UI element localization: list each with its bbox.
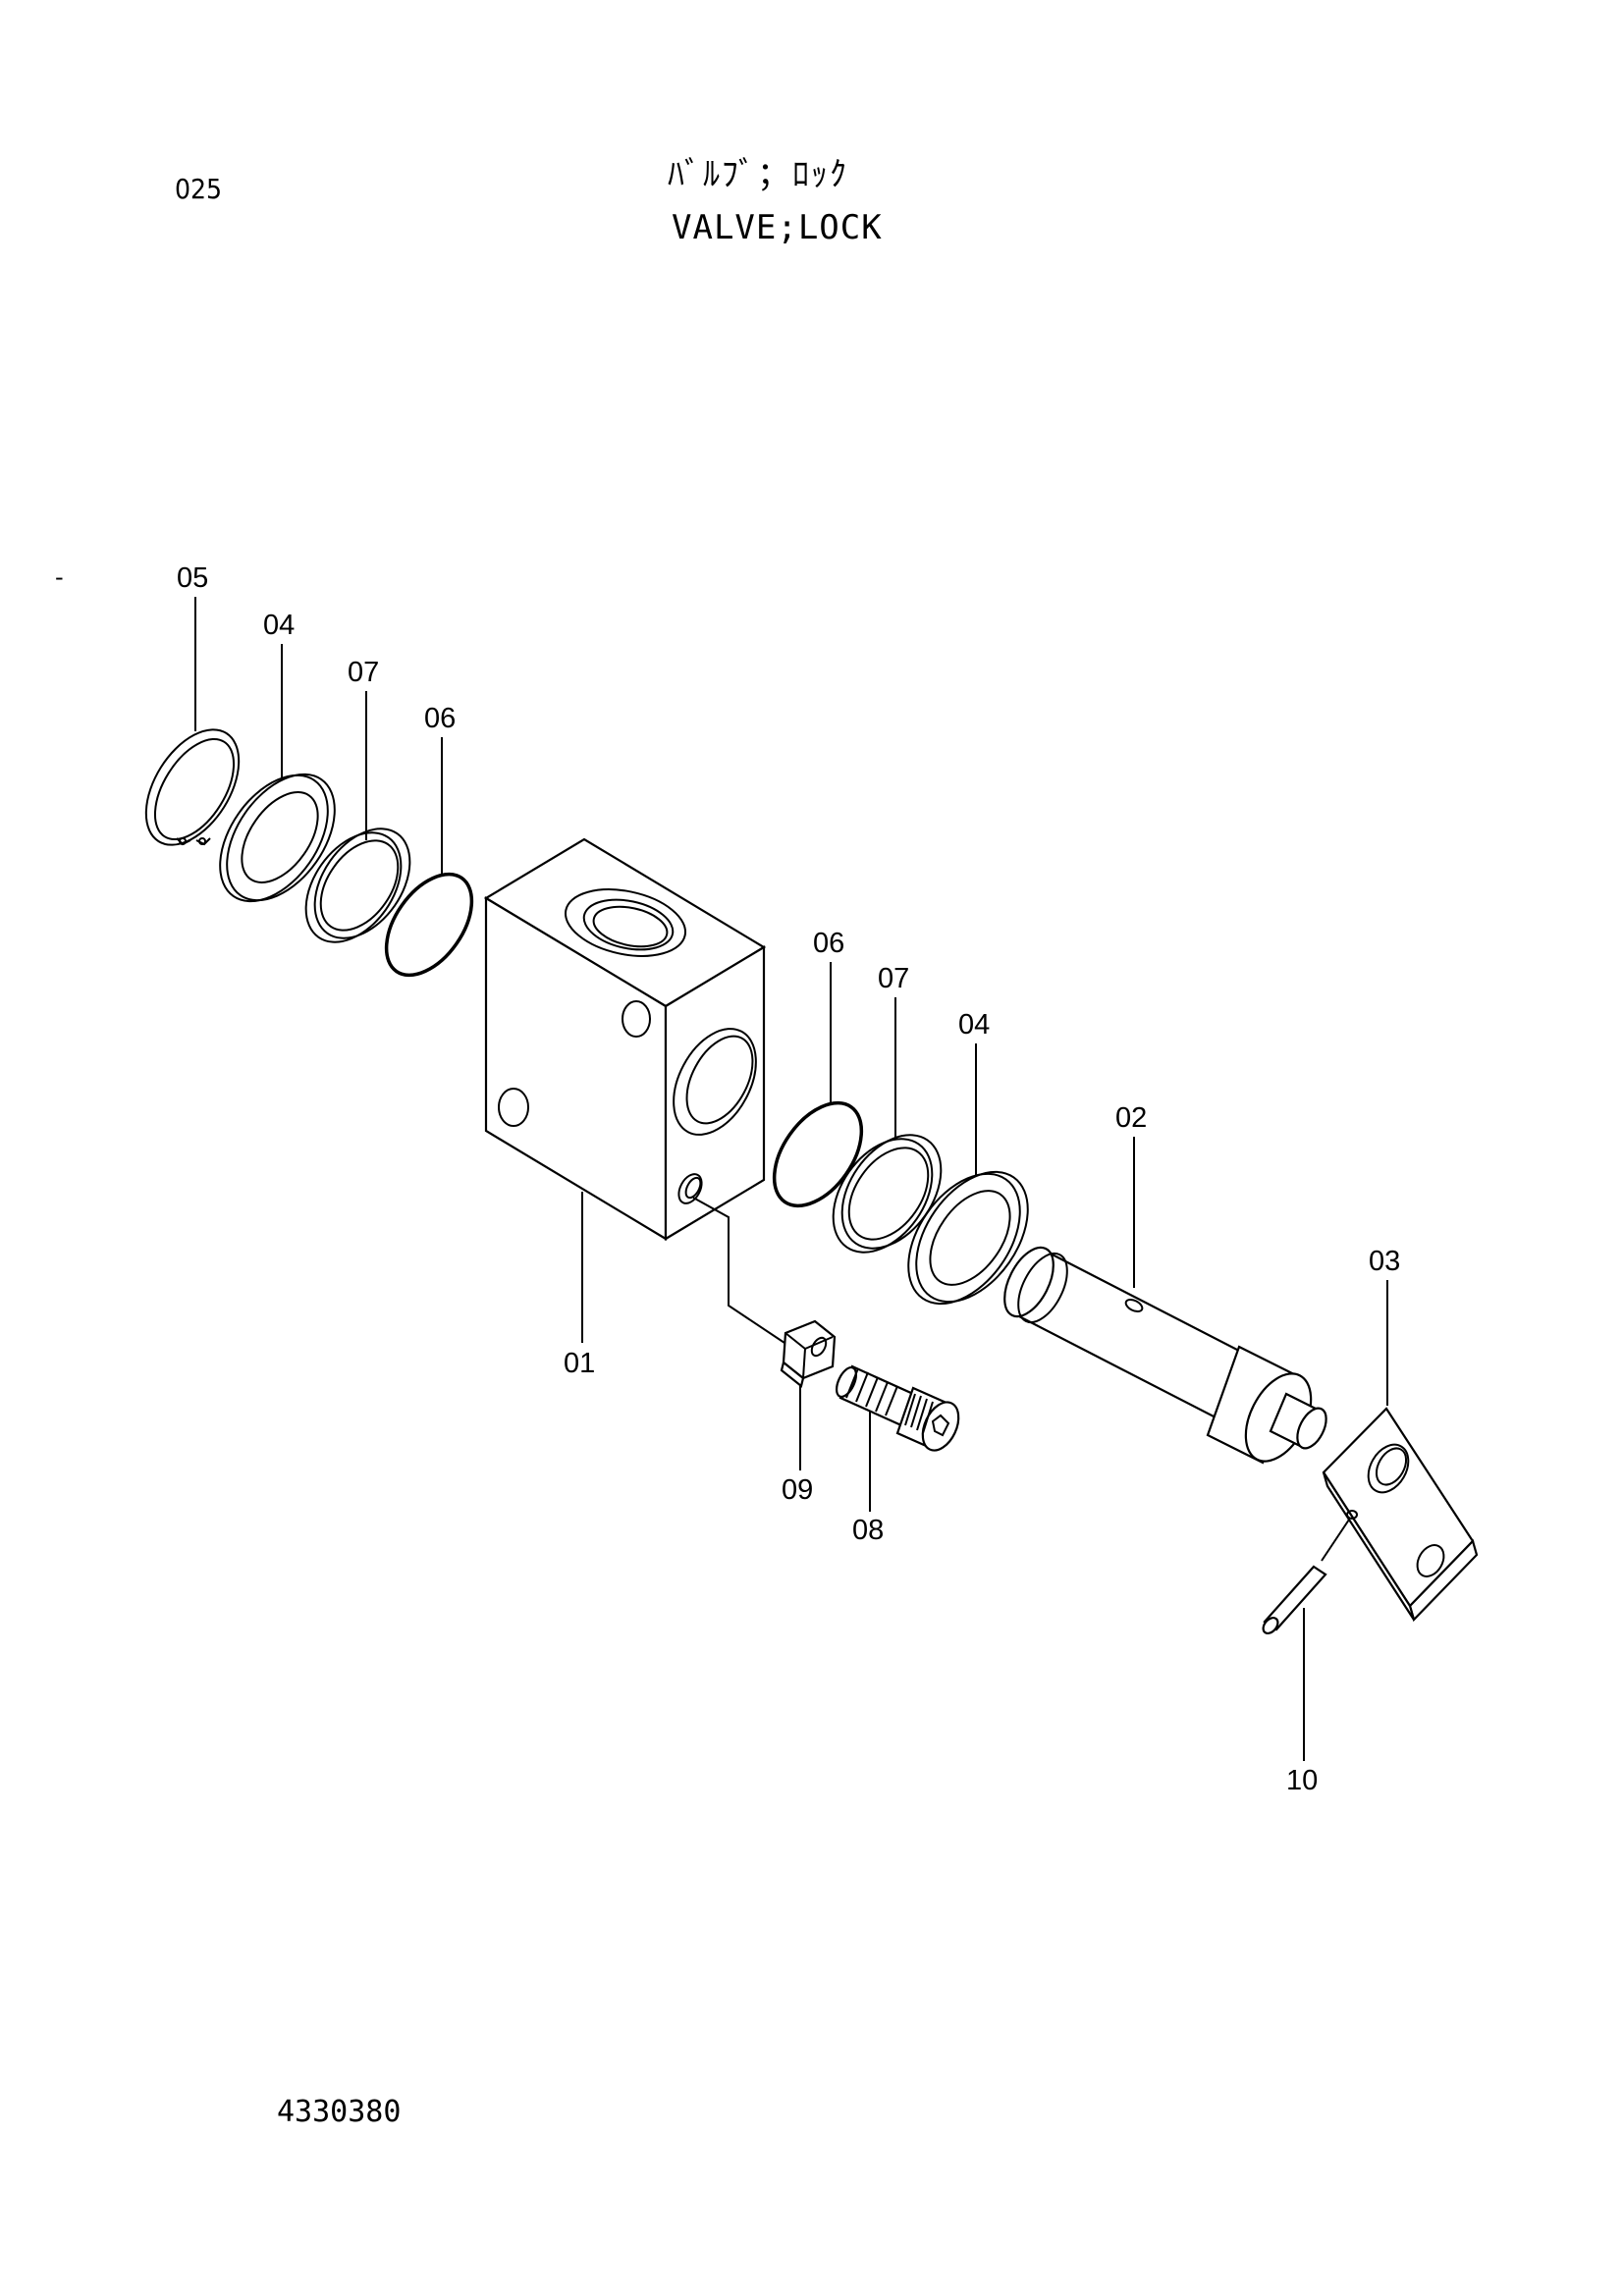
label-10: 10	[1286, 1765, 1318, 1796]
label-04-left: 04	[263, 610, 295, 641]
label-05-left: 05	[177, 562, 208, 594]
title-english: VALVE;LOCK	[672, 208, 883, 247]
plate-icon	[1321, 1407, 1479, 1623]
backup-ring-icon	[304, 828, 411, 943]
title-japanese: ﾊﾞﾙﾌﾞ；ﾛｯｸ	[668, 155, 848, 194]
snap-ring-icon	[144, 728, 241, 846]
label-07-left: 07	[348, 657, 379, 688]
label-07-right: 07	[878, 963, 909, 994]
document-number: 4330380	[277, 2095, 402, 2129]
label-09: 09	[782, 1474, 813, 1506]
o-ring-icon	[772, 1100, 864, 1208]
washer-icon	[907, 1170, 1029, 1306]
label-06-left: 06	[424, 703, 456, 734]
margin-mark: -	[55, 563, 64, 591]
pin-icon	[1262, 1565, 1327, 1634]
page-code: 025	[175, 173, 223, 205]
label-08: 08	[852, 1515, 884, 1546]
label-04-right: 04	[958, 1009, 990, 1041]
valve-body-icon	[483, 837, 791, 1348]
washer-icon	[219, 773, 336, 903]
screw-icon	[835, 1364, 960, 1452]
o-ring-icon	[384, 872, 474, 978]
part-labels: 05 04 07 06 06 07 04 02 03 01 09 08 10	[177, 562, 1400, 1796]
label-03: 03	[1369, 1246, 1400, 1277]
label-01: 01	[564, 1348, 595, 1379]
label-06-right: 06	[813, 928, 844, 959]
nut-icon	[780, 1319, 837, 1388]
backup-ring-icon	[832, 1134, 943, 1254]
label-02: 02	[1115, 1102, 1147, 1134]
spool-icon	[1003, 1246, 1327, 1465]
